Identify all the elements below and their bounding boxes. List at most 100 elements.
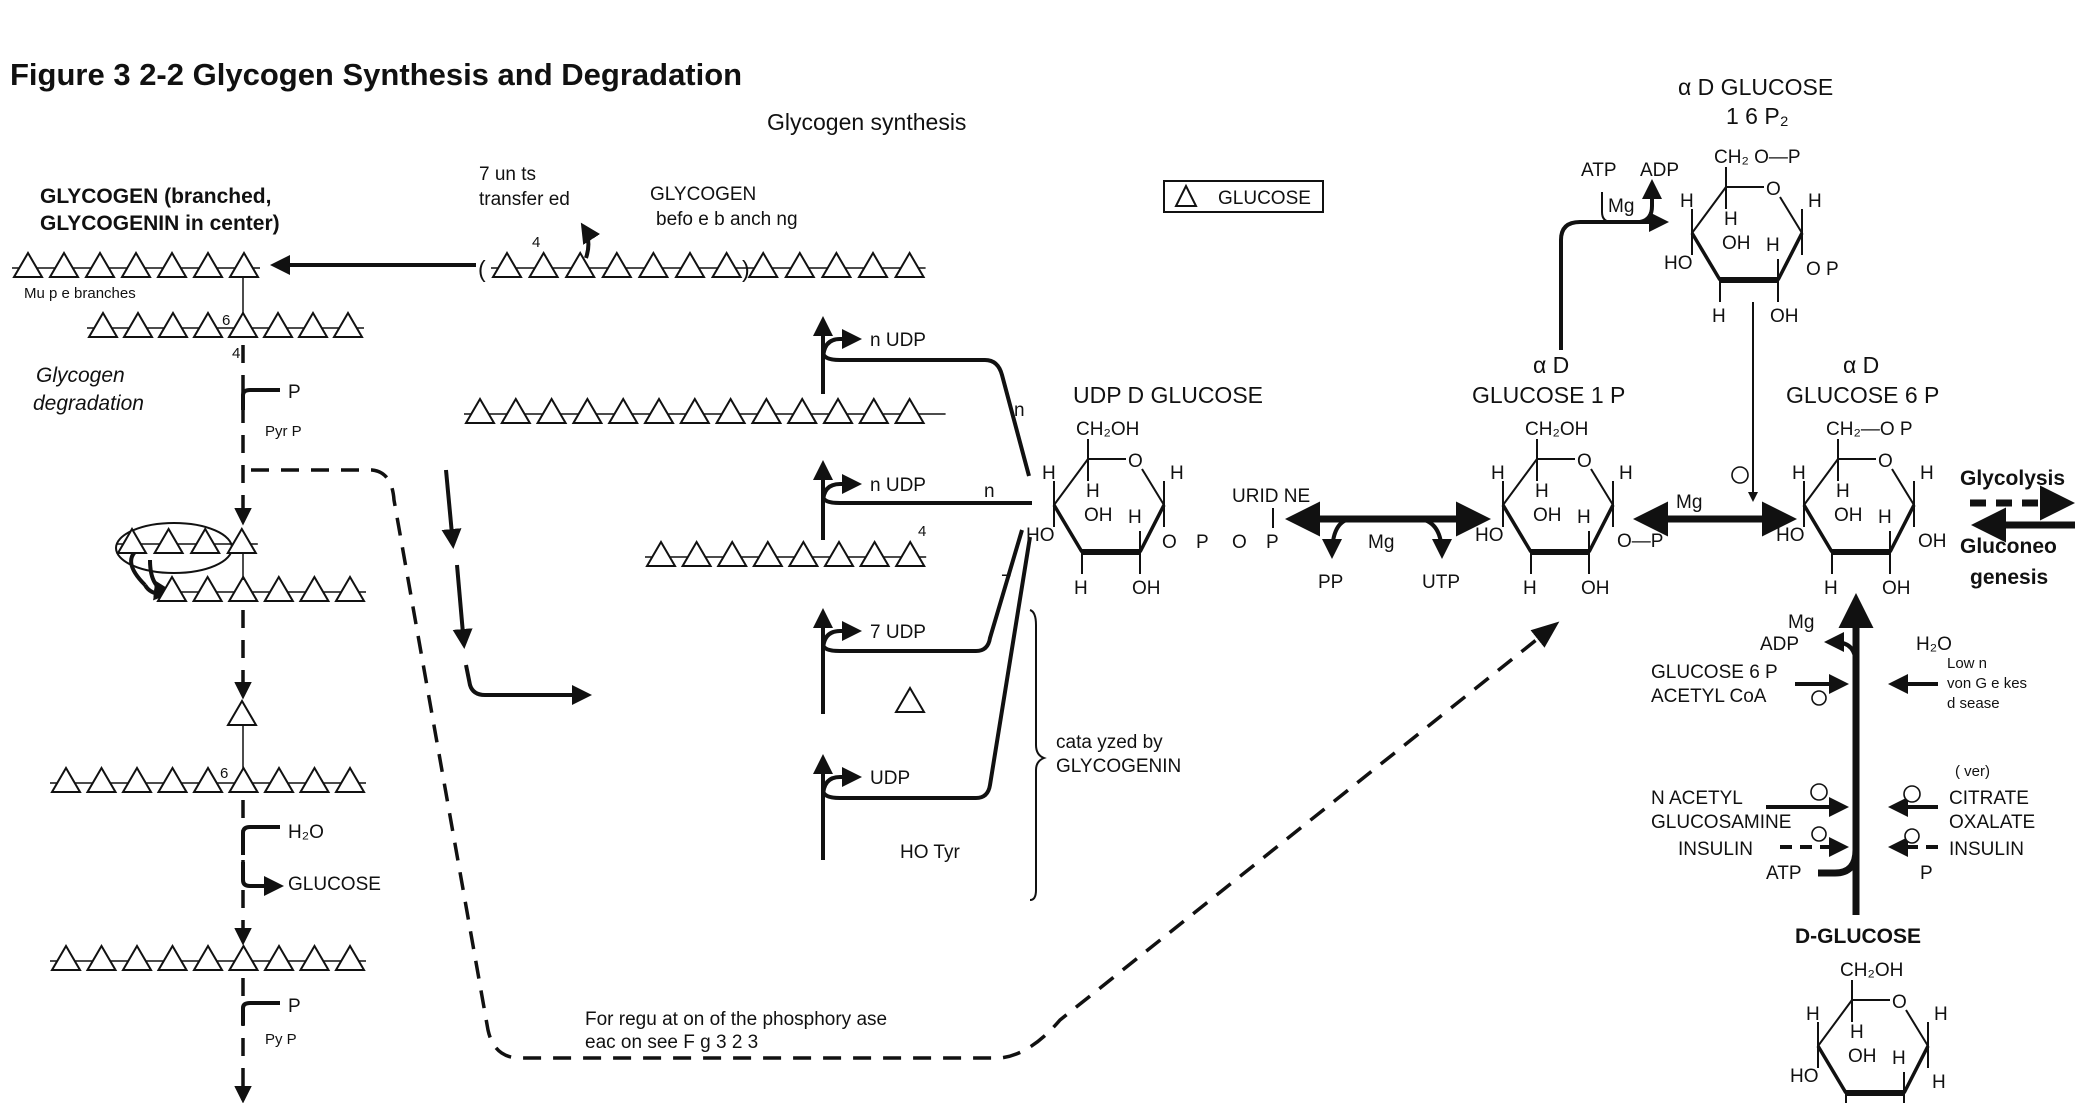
glucose-unit — [535, 397, 568, 424]
glycogen-growing-chain — [464, 397, 946, 424]
g16p-name-1: α D GLUCOSE — [1678, 74, 1833, 100]
udp-chain-o1: O — [1162, 532, 1177, 553]
atom-label: H — [1128, 507, 1142, 528]
glucose-unit — [227, 575, 259, 602]
glucose-unit — [298, 766, 331, 793]
glucose-unit — [297, 311, 329, 338]
right-substituent: O—P — [1617, 531, 1663, 552]
reg-low-3: d sease — [1947, 695, 2000, 712]
glucose-unit — [858, 540, 891, 567]
atom-label: OH — [1882, 578, 1911, 599]
atom-label: OH — [1533, 505, 1562, 526]
glucose-unit — [894, 686, 926, 713]
glucose-unit — [12, 251, 44, 278]
atom-label: OH — [1084, 505, 1113, 526]
reg-h2o: H₂O — [1916, 634, 1952, 655]
multiple-branches-label: Mu p e branches — [24, 285, 136, 302]
glucose-unit — [820, 251, 853, 278]
atom-label: OH — [1581, 578, 1610, 599]
g6p-name-2: GLUCOSE 6 P — [1786, 382, 1939, 408]
atom-label: HO — [1664, 253, 1693, 274]
glucose-unit — [637, 251, 670, 278]
bond — [1817, 999, 1853, 1047]
atom-label: H — [1766, 235, 1780, 256]
bond — [1891, 468, 1915, 506]
legend-box: GLUCOSE — [1163, 180, 1324, 213]
atom-label: H — [1934, 1004, 1948, 1025]
udp-chain-p1: P — [1196, 532, 1209, 553]
bond — [1816, 1045, 1848, 1094]
nudp-label-2: n UDP — [870, 475, 926, 496]
atom-label: H — [1724, 209, 1738, 230]
reg-adp: ADP — [1760, 634, 1799, 655]
utp-label: UTP — [1422, 572, 1460, 593]
regulation-note-1: For regu at on of the phosphory ase — [585, 1009, 887, 1030]
pp-label: PP — [1318, 572, 1343, 593]
adp-arrow — [1824, 632, 1858, 666]
atom-label: H — [1074, 578, 1088, 599]
degradation-pathway — [115, 345, 284, 1103]
atom-label: H — [1808, 191, 1822, 212]
atom-label: H — [1836, 481, 1850, 502]
bond-label-4-top: 4 — [532, 234, 540, 251]
glucose-unit — [893, 251, 926, 278]
glucose-unit — [643, 397, 675, 424]
glucose-unit — [85, 944, 118, 971]
bond — [1587, 504, 1615, 553]
glycogen-primer-chain — [645, 540, 927, 567]
atom-label: OH — [1770, 306, 1799, 327]
bond — [1803, 458, 1839, 506]
circle-marker — [1811, 690, 1827, 706]
ring-oxygen: O — [1892, 992, 1907, 1013]
glucose-unit — [121, 766, 153, 793]
ch2-label: CH₂—O P — [1826, 419, 1913, 440]
atom-label: H — [1086, 481, 1100, 502]
reg-g6p: GLUCOSE 6 P — [1651, 662, 1778, 683]
reg-low-1: Low n — [1947, 655, 1987, 672]
bracket-open: ( — [478, 256, 486, 282]
reg-nacetyl-2: GLUCOSAMINE — [1651, 812, 1791, 833]
atom-label: H — [1712, 306, 1726, 327]
atom-label: H — [1535, 481, 1549, 502]
glucose-unit — [50, 766, 82, 793]
reg-citrate: CITRATE — [1949, 788, 2029, 809]
glucose-unit — [152, 527, 185, 554]
glucose-unit — [156, 251, 188, 278]
glucose-unit — [189, 527, 221, 554]
glucose-unit — [714, 397, 747, 424]
g1p-name-2: GLUCOSE 1 P — [1472, 382, 1625, 408]
glucose-unit — [121, 944, 153, 971]
udp-label: UDP — [870, 768, 910, 789]
bond — [1501, 504, 1533, 553]
glucose-unit — [122, 311, 154, 338]
degradation-chain-1 — [50, 766, 366, 793]
glucose-unit — [156, 766, 189, 793]
reg-mg: Mg — [1788, 612, 1814, 633]
g6p-mg-label: Mg — [1676, 492, 1702, 513]
degradation-chain-2 — [50, 944, 366, 971]
atp-in-line — [1601, 192, 1613, 223]
atom-label: H — [1850, 1022, 1864, 1043]
glucose-unit — [823, 540, 855, 567]
atom-label: OH — [1132, 578, 1161, 599]
glucose-unit — [84, 251, 116, 278]
bond — [1905, 1009, 1929, 1047]
glucose-unit — [226, 699, 258, 726]
reg-acetyl-coa: ACETYL CoA — [1651, 686, 1767, 707]
degradation-label-1: Glycogen — [36, 364, 125, 387]
bond-label-6: 6 — [222, 312, 230, 329]
units-transferred-2: transfer ed — [479, 189, 570, 210]
circle-marker — [1903, 785, 1921, 803]
atom-label: H — [1042, 463, 1056, 484]
glucose-unit — [601, 251, 633, 278]
g6p-name-1: α D — [1843, 352, 1879, 378]
reg-liver: ( ver) — [1955, 763, 1990, 780]
glucose-unit — [48, 251, 80, 278]
udp-glucose-name: UDP D GLUCOSE — [1073, 382, 1263, 408]
figure-title: Figure 3 2-2 Glycogen Synthesis and Degr… — [10, 57, 742, 92]
ring-oxygen: O — [1766, 179, 1781, 200]
glucose-unit — [464, 397, 496, 424]
atom-label: H — [1920, 463, 1934, 484]
